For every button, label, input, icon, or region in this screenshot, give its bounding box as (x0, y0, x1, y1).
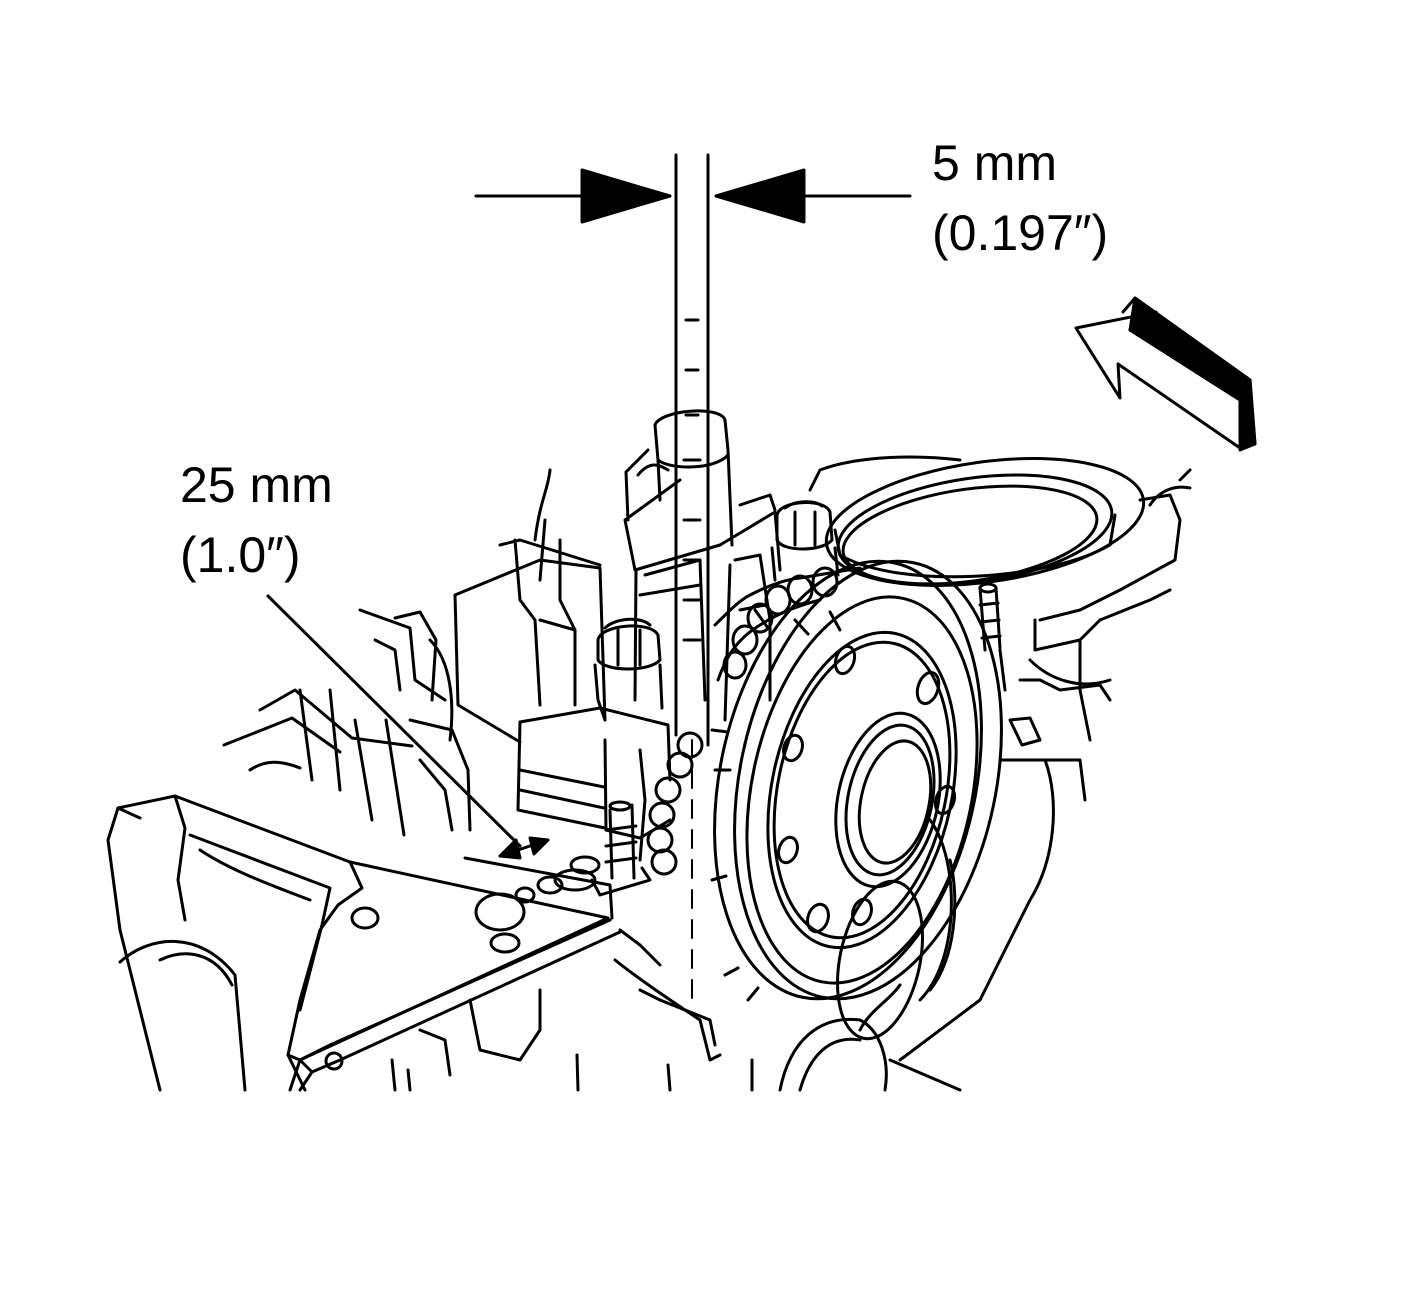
lower-right-structure (575, 758, 1087, 1092)
timing-chain (536, 566, 862, 895)
measuring-rod (653, 153, 734, 1001)
mounting-plate (286, 856, 622, 1092)
arrow-left-icon (714, 168, 806, 224)
gap-metric-label: 5 mm (932, 135, 1057, 191)
upper-housing (453, 448, 782, 840)
gap-dimension-arrows (474, 168, 912, 224)
upper-right-ring (808, 455, 1192, 742)
bolts (590, 500, 1042, 897)
crankshaft-sprocket (710, 559, 1003, 1002)
double-arrow-icon (498, 838, 522, 860)
offset-dimension-leader (266, 594, 550, 860)
view-direction-arrow-icon (1074, 296, 1257, 452)
arrow-right-icon (580, 168, 672, 224)
offset-imperial-label: (1.0″) (180, 527, 301, 583)
gap-imperial-label: (0.197″) (932, 205, 1109, 261)
engine-block (106, 608, 472, 1092)
offset-metric-label: 25 mm (180, 457, 333, 513)
